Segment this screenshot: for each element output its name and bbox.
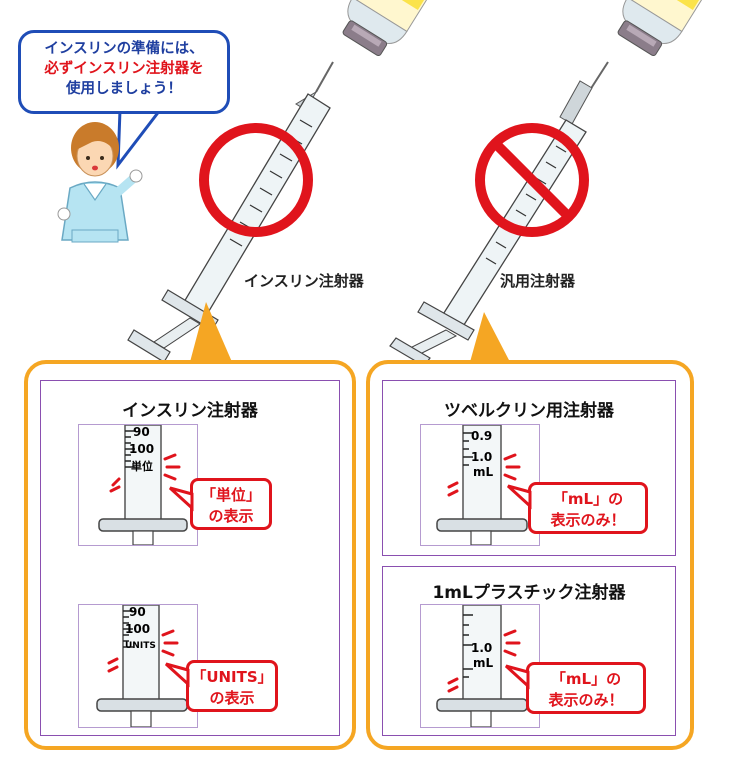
- barrel-closeup-2: [96, 604, 188, 728]
- plastic-zoom: 1.0 mL: [420, 604, 540, 728]
- tick-unit-label: 単位: [131, 460, 153, 473]
- units-en-callout: 「UNITS」 の表示: [186, 660, 278, 712]
- callout-line-1: 「単位」: [200, 486, 261, 504]
- insulin-zoom-units-en: 90 100 UNITS: [78, 604, 198, 728]
- callout-line-2: 表示のみ！: [550, 511, 626, 529]
- prohibition-symbol-right: [475, 123, 589, 237]
- tick-1-0: 1.0: [471, 641, 493, 655]
- tick-100: 100: [129, 442, 155, 456]
- tuberculin-zoom: 0.9 1.0 mL: [420, 424, 540, 546]
- insulin-panel-title: インスリン注射器: [122, 401, 258, 421]
- general-syringe-caption: 汎用注射器: [500, 272, 576, 290]
- plastic-panel-title: 1mLプラスチック注射器: [432, 583, 626, 603]
- tick-ml: mL: [473, 465, 494, 479]
- callout-line-1: 「UNITS」: [191, 668, 273, 686]
- bubble-tail: [116, 108, 164, 170]
- bubble-line-2: 必ずインスリン注射器を: [44, 61, 204, 77]
- tick-0-9: 0.9: [471, 429, 493, 443]
- barrel-closeup-3: [436, 424, 528, 546]
- tick-90: 90: [129, 605, 146, 619]
- insulin-syringe-caption: インスリン注射器: [244, 272, 364, 290]
- speech-bubble: インスリンの準備には、 必ずインスリン注射器を 使用しましょう！: [18, 30, 230, 114]
- top-illustration: [57, 0, 725, 367]
- tick-ml: mL: [473, 656, 494, 670]
- left-pointer-triangle: [190, 302, 232, 362]
- left-insulin-vial: [342, 0, 450, 57]
- units-jp-callout: 「単位」 の表示: [190, 478, 272, 530]
- bubble-line-3: 使用しましょう！: [66, 81, 182, 97]
- prohibition-circle-left: [199, 123, 313, 237]
- callout-line-2: の表示: [208, 507, 254, 525]
- right-pointer-triangle: [470, 312, 510, 362]
- callout-line-2: の表示: [209, 689, 255, 707]
- tick-unit-label: UNITS: [125, 641, 156, 651]
- callout-pointer-2: [164, 662, 190, 688]
- tick-1-0: 1.0: [471, 450, 493, 464]
- barrel-closeup-1: [98, 424, 188, 546]
- tuberculin-panel-title: ツベルクリン用注射器: [444, 401, 614, 421]
- insulin-zoom-units-jp: 90 100 単位: [78, 424, 198, 546]
- callout-pointer-1: [168, 486, 194, 512]
- ml-only-callout-2: 「mL」の 表示のみ！: [526, 662, 646, 714]
- ml-only-callout-1: 「mL」の 表示のみ！: [528, 482, 648, 534]
- callout-pointer-4: [504, 664, 530, 690]
- bubble-line-1: インスリンの準備には、: [44, 41, 204, 57]
- right-generic-vial: [617, 0, 725, 57]
- callout-line-1: 「mL」の: [552, 490, 624, 508]
- tick-100: 100: [125, 622, 151, 636]
- callout-pointer-3: [506, 484, 532, 510]
- nurse-illustration: [57, 122, 143, 243]
- callout-line-1: 「mL」の: [550, 670, 622, 688]
- tick-90: 90: [133, 425, 150, 439]
- callout-line-2: 表示のみ！: [548, 691, 624, 709]
